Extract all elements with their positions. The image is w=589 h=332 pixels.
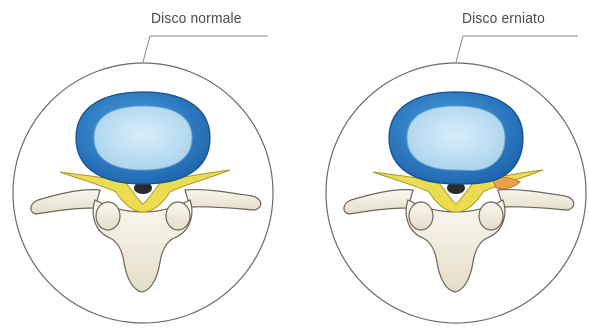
leader-line-right <box>456 36 578 62</box>
normal-disc-view <box>13 63 273 323</box>
normal-disc <box>76 92 210 184</box>
herniated-disc <box>389 92 523 184</box>
herniated-disc-view <box>326 63 586 323</box>
leader-line-left <box>143 36 268 62</box>
